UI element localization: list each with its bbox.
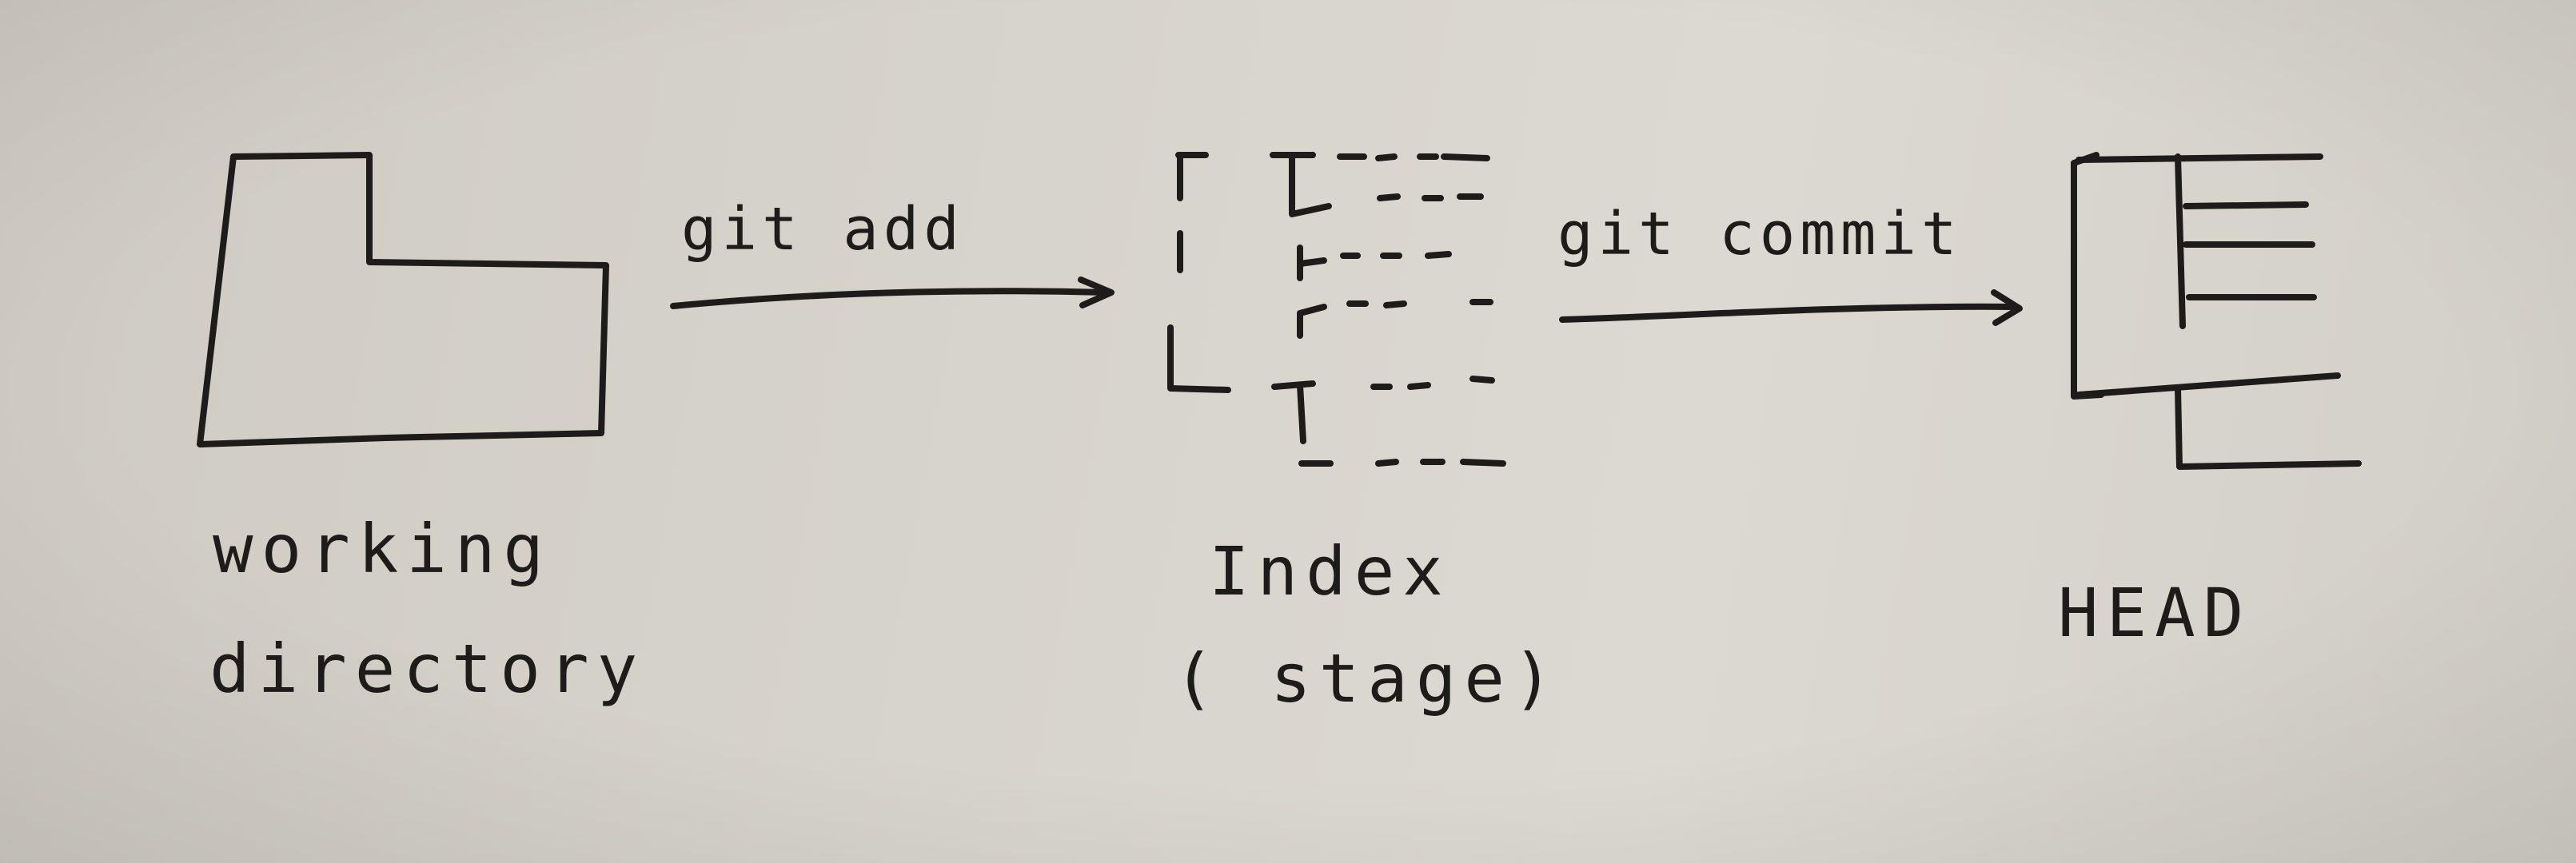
index-label-line1: Index	[1209, 532, 1451, 610]
arrow-right-icon	[1559, 289, 2023, 326]
git-add-label: git add	[681, 195, 964, 264]
index-label-line2: ( stage)	[1174, 639, 1561, 718]
commit-tree-icon	[2071, 152, 2362, 470]
arrow-right-icon	[670, 276, 1115, 309]
folder-shape-icon	[197, 152, 609, 447]
working-directory-label-line2: directory	[209, 630, 645, 708]
staging-tree-icon	[1167, 152, 1506, 467]
git-commit-label: git commit	[1557, 200, 1962, 268]
working-directory-label-line1: working	[213, 510, 552, 588]
head-label: HEAD	[2058, 574, 2251, 652]
